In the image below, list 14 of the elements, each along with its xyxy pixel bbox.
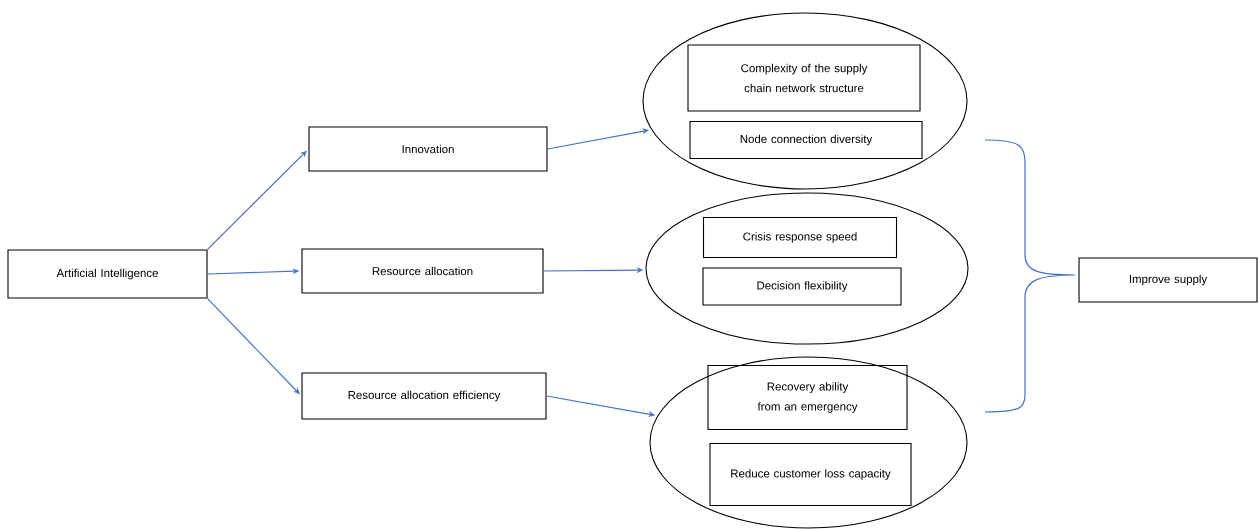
ellipse-group (649, 356, 968, 529)
text-box: Reduce customer loss capacity (709, 442, 912, 507)
text-box: Resource allocation (301, 248, 544, 294)
text-box: Artificial Intelligence (7, 249, 208, 299)
text-box: Decision flexibility (702, 267, 902, 306)
text-box: Recovery ability from an emergency (707, 364, 908, 431)
text-box: Node connection diversity (689, 120, 923, 160)
text-box: Crisis response speed (702, 216, 898, 259)
text-box: Innovation (308, 126, 548, 172)
text-box: Complexity of the supply chain network structure (687, 44, 921, 112)
ellipse-group (642, 12, 968, 190)
text-box: Improve supply (1078, 257, 1258, 303)
ellipse-group (645, 192, 969, 345)
text-box: Resource allocation efficiency (301, 372, 547, 420)
